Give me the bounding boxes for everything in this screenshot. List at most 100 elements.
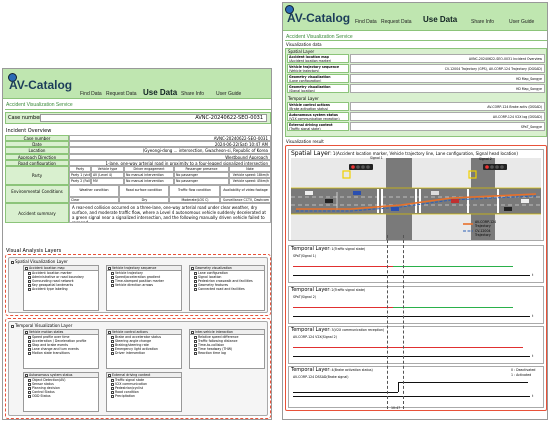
case-number-input[interactable]: AVNC-20240622-SEO-0031 xyxy=(40,114,267,122)
layer-group-title[interactable]: Autonomous system status xyxy=(24,373,98,378)
layer-item[interactable]: Surrounding road network xyxy=(24,279,98,283)
layer-item[interactable]: Relative speed difference xyxy=(190,335,264,339)
checkbox[interactable] xyxy=(194,335,197,339)
checkbox[interactable] xyxy=(111,283,114,287)
right-nav-request[interactable]: Request Data xyxy=(381,19,412,25)
layer-item[interactable]: Control Status xyxy=(24,390,98,394)
layer-item[interactable]: Time-to-collision xyxy=(190,343,264,347)
layer-item[interactable]: Speed profile over time xyxy=(24,335,98,339)
layer-item[interactable]: Precipitation xyxy=(107,394,181,398)
right-nav-guide[interactable]: User Guide xyxy=(509,19,535,25)
checkbox[interactable] xyxy=(194,339,197,343)
vis-data-value[interactable]: AV-CORP-124 V2X log (DSSAD) xyxy=(350,112,545,121)
vis-data-value[interactable]: AV-CORP-124 Brake activ (DSSAD) xyxy=(350,102,545,111)
right-nav-use[interactable]: Use Data xyxy=(423,15,458,24)
layer-item[interactable]: Traffic following distance xyxy=(190,339,264,343)
checkbox[interactable] xyxy=(111,378,114,382)
checkbox[interactable] xyxy=(28,386,31,390)
layer-item[interactable]: Road condition xyxy=(107,390,181,394)
checkbox[interactable] xyxy=(28,271,31,275)
checkbox[interactable] xyxy=(28,390,31,394)
layer-item[interactable]: Pedestrian/cyclist xyxy=(107,386,181,390)
checkbox[interactable] xyxy=(111,343,114,347)
layer-item[interactable]: Speed/acceleration gradient xyxy=(107,275,181,279)
vis-data-value[interactable]: AVNC-20240622-SEO-0031 Incident Overview xyxy=(350,54,545,63)
layer-item[interactable]: Steering angle change xyxy=(107,339,181,343)
layer-item[interactable]: Emergency light activation xyxy=(107,347,181,351)
layer-item[interactable]: Reaction time lag xyxy=(190,351,264,355)
layer-group-title[interactable]: Accident location map xyxy=(24,266,98,271)
checkbox[interactable] xyxy=(111,351,114,355)
checkbox[interactable] xyxy=(111,275,114,279)
checkbox[interactable] xyxy=(28,335,31,339)
layer-item[interactable]: Geometry features xyxy=(190,283,264,287)
vis-data-value[interactable]: SPaT_Songye xyxy=(350,122,545,131)
checkbox[interactable] xyxy=(28,394,31,398)
checkbox[interactable] xyxy=(111,347,114,351)
left-nav-find[interactable]: Find Data xyxy=(80,91,102,97)
layer-item[interactable]: Administrative or road boundary xyxy=(24,275,98,279)
layer-item[interactable]: Vehicle direction arrows xyxy=(107,283,181,287)
checkbox[interactable] xyxy=(111,279,114,283)
layer-item[interactable]: Key geospatial landmarks xyxy=(24,283,98,287)
layer-item[interactable]: Accident type labeling xyxy=(24,287,98,291)
right-nav-find[interactable]: Find Data xyxy=(355,19,377,25)
layer-item[interactable]: Time headway (THW) xyxy=(190,347,264,351)
layer-item[interactable]: Pedestrian crosswalk and facilities xyxy=(190,279,264,283)
left-nav-use[interactable]: Use Data xyxy=(143,88,178,97)
layer-item[interactable]: Object Detection(AV) xyxy=(24,378,98,382)
checkbox[interactable] xyxy=(111,335,114,339)
checkbox[interactable] xyxy=(111,394,114,398)
vis-data-value[interactable]: HD Map_Songye xyxy=(350,84,545,93)
layer-item[interactable]: Signal location xyxy=(190,275,264,279)
layer-item[interactable]: Planning decision xyxy=(24,386,98,390)
left-logo[interactable]: AV-Catalog xyxy=(9,78,73,92)
checkbox[interactable] xyxy=(111,386,114,390)
temporal-layer-title[interactable]: Temporal Visualization Layer xyxy=(11,323,72,328)
layer-item[interactable]: Motion state transitions xyxy=(24,351,98,355)
layer-item[interactable]: Accident location marker xyxy=(24,271,98,275)
checkbox[interactable] xyxy=(28,283,31,287)
checkbox[interactable] xyxy=(111,382,114,386)
checkbox[interactable] xyxy=(28,351,31,355)
right-nav-share[interactable]: Share Info xyxy=(471,19,495,25)
checkbox[interactable] xyxy=(111,339,114,343)
spatial-layer-title[interactable]: Spatial Visualization Layer xyxy=(11,259,68,264)
checkbox[interactable] xyxy=(194,283,197,287)
checkbox[interactable] xyxy=(28,382,31,386)
checkbox[interactable] xyxy=(194,271,197,275)
layer-item[interactable]: V2X communication xyxy=(107,382,181,386)
checkbox[interactable] xyxy=(194,287,197,291)
layer-item[interactable]: Sensor status xyxy=(24,382,98,386)
layer-item[interactable]: Stop and brake events xyxy=(24,343,98,347)
left-nav-guide[interactable]: User Guide xyxy=(216,91,242,97)
layer-item[interactable]: ODD Status xyxy=(24,394,98,398)
checkbox[interactable] xyxy=(28,339,31,343)
layer-item[interactable]: Acceleration / Deceleration profile xyxy=(24,339,98,343)
checkbox[interactable] xyxy=(28,378,31,382)
checkbox[interactable] xyxy=(28,287,31,291)
layer-item[interactable]: Lane change and turn events xyxy=(24,347,98,351)
checkbox[interactable] xyxy=(194,347,197,351)
left-nav-share[interactable]: Share Info xyxy=(181,91,205,97)
checkbox[interactable] xyxy=(194,275,197,279)
layer-group-title[interactable]: Vehicle motion states xyxy=(24,330,98,335)
right-logo[interactable]: AV-Catalog xyxy=(287,11,351,25)
checkbox[interactable] xyxy=(111,390,114,394)
layer-group-title[interactable]: Vehicle control actions xyxy=(107,330,181,335)
layer-group-title[interactable]: External driving context xyxy=(107,373,181,378)
vis-data-value[interactable]: CV-12004 Trajectory (GPS), AV-CORP-124 T… xyxy=(350,64,545,73)
layer-item[interactable]: Lane configuration xyxy=(190,271,264,275)
layer-item[interactable]: Brake and accelerator status xyxy=(107,335,181,339)
layer-item[interactable]: Time-stamped position marker xyxy=(107,279,181,283)
layer-item[interactable]: Vehicle trajectory xyxy=(107,271,181,275)
checkbox[interactable] xyxy=(28,279,31,283)
left-nav-request[interactable]: Request Data xyxy=(106,91,137,97)
layer-group-title[interactable]: Inter-vehicle interaction xyxy=(190,330,264,335)
checkbox[interactable] xyxy=(111,271,114,275)
checkbox[interactable] xyxy=(28,347,31,351)
layer-item[interactable]: Connected road and facilities xyxy=(190,287,264,291)
layer-group-title[interactable]: Geometry visualization xyxy=(190,266,264,271)
layer-item[interactable]: Driver intervention xyxy=(107,351,181,355)
layer-group-title[interactable]: Vehicle trajectory sequence xyxy=(107,266,181,271)
